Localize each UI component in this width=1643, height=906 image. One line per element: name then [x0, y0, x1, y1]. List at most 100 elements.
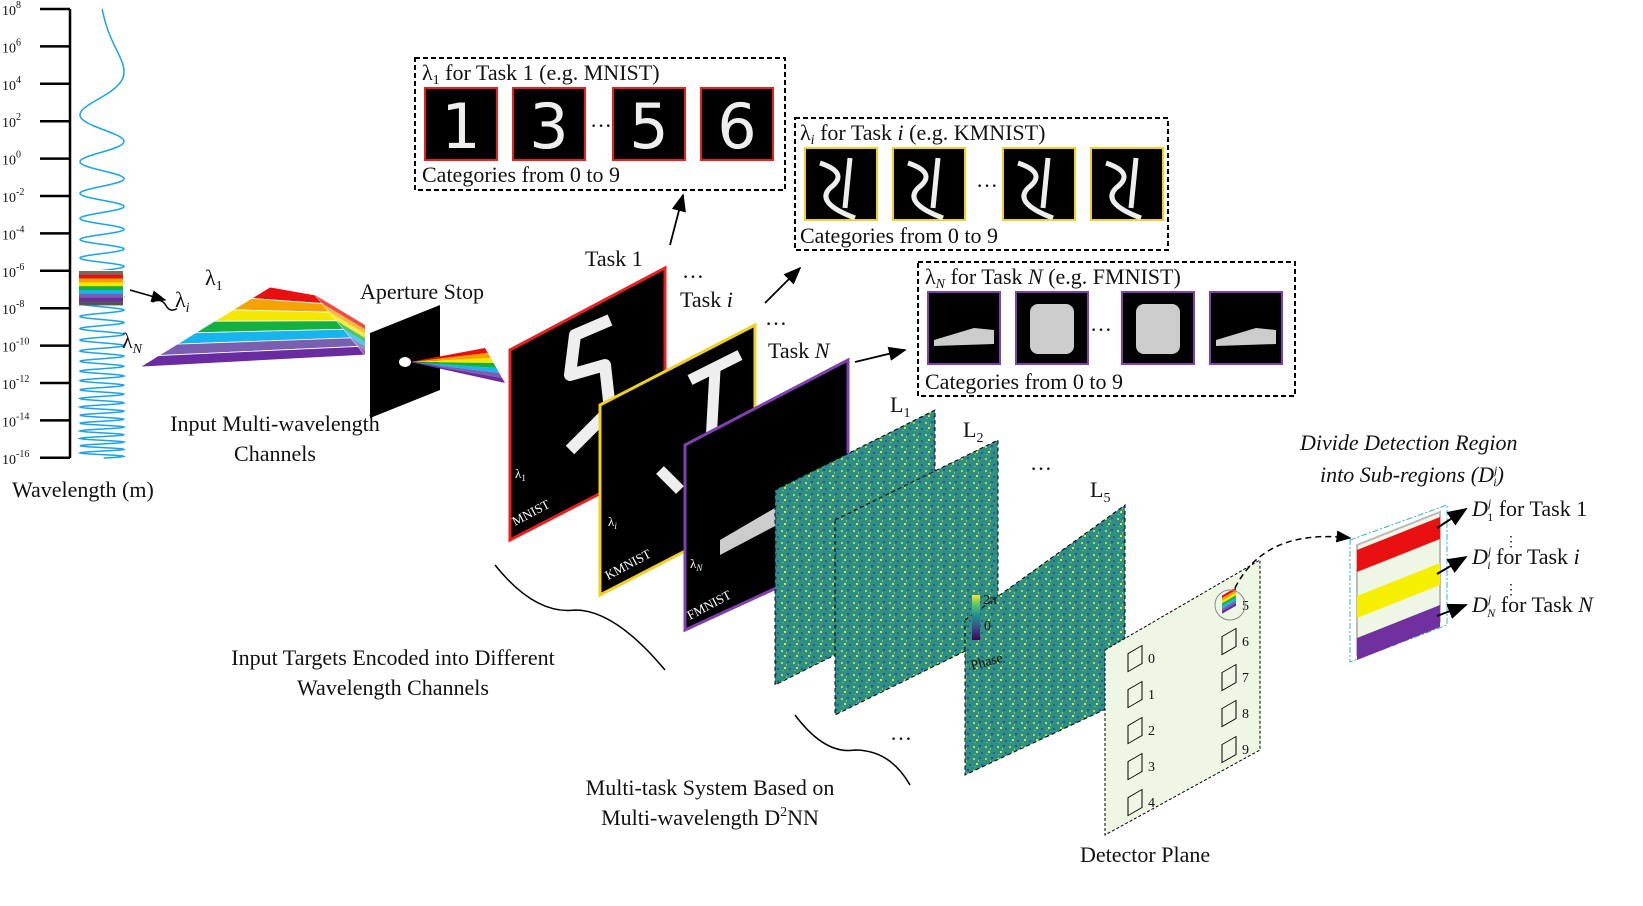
beam-stripe: [410, 362, 505, 383]
lambda-labels: λ1 λi λN: [122, 265, 223, 357]
aperture-hole: [399, 357, 411, 367]
detector-digit: 4: [1148, 796, 1155, 811]
beam-stripe-side: [343, 329, 365, 347]
tick-label: 106: [2, 37, 21, 56]
arrow-icon: [1436, 507, 1468, 529]
beam-stripe-side: [329, 312, 365, 338]
beam-stripe-side: [315, 295, 365, 330]
subregion-band: [1357, 563, 1440, 618]
beam-stripe: [410, 348, 488, 362]
detector-digit: 5: [1242, 599, 1249, 614]
tick-label: 108: [2, 0, 21, 19]
tick-label: 10-4: [2, 224, 24, 243]
tick-label: 10-10: [2, 337, 29, 356]
arrow-icon: [854, 346, 907, 363]
vertical-dots: ⋮: [1504, 583, 1518, 598]
dataset-box-fmnist: λN for Task N (e.g. FMNIST) ··· Categori…: [917, 261, 1296, 397]
beam-stripe: [410, 353, 491, 362]
wave-icon: [77, 8, 127, 459]
sample-image: [612, 87, 686, 161]
sample-image: [927, 291, 1001, 365]
aperture-label: Aperture Stop: [360, 279, 484, 304]
brace-icon: [794, 714, 911, 786]
sample-image: [424, 87, 498, 161]
brace-icon: [152, 299, 178, 311]
dots: …: [682, 258, 704, 283]
sample-digit: 1: [441, 90, 480, 163]
arrow-icon: [1436, 603, 1468, 619]
box-header: λi for Task i (e.g. KMNIST): [800, 120, 1045, 148]
detector-label: Detector Plane: [1080, 842, 1210, 867]
ellipsis: ···: [590, 113, 612, 138]
lambda-n-label: λN: [122, 328, 143, 357]
zoom-circle: [1214, 589, 1246, 621]
visible-spectrum-band: [78, 270, 124, 306]
frame-lambda: λi: [608, 514, 617, 531]
box-header: λ1 for Task 1 (e.g. MNIST): [422, 60, 660, 88]
box-header: λN for Task N (e.g. FMNIST): [925, 264, 1181, 292]
sample-image: [700, 87, 774, 161]
detector-region: [1127, 752, 1143, 781]
task-n-label: Task N: [768, 338, 831, 363]
tick-label: 100: [2, 150, 21, 169]
frame-lambda: λN: [690, 556, 703, 573]
phase-min: 0: [984, 619, 991, 634]
sample-image: [1002, 147, 1076, 221]
detector-region: [1127, 644, 1143, 673]
arrow-icon: [669, 193, 686, 246]
beam-stripe: [410, 362, 497, 368]
sample-digit: 5: [629, 90, 668, 163]
dots: …: [765, 305, 787, 330]
lambda-1-label: λ1: [205, 265, 223, 294]
lambda-i-label: λi: [175, 287, 190, 316]
sample-image: [804, 147, 878, 221]
box-footer: Categories from 0 to 9: [422, 162, 620, 187]
beam-stripe-side: [350, 337, 365, 351]
input-targets-line1: Input Targets Encoded into Different: [231, 645, 555, 670]
detector-region: [1127, 716, 1143, 745]
dashed-arrow-icon: [1234, 530, 1352, 589]
frame-lambda: λ1: [515, 466, 526, 483]
layer-label: L2: [963, 417, 983, 446]
detector-digit: 1: [1148, 688, 1155, 703]
dots: …: [1030, 450, 1052, 475]
sample-image: [1090, 147, 1164, 221]
tick-label: 10-6: [2, 262, 24, 281]
beam-after-aperture: [410, 348, 505, 383]
beam-stripe-side: [336, 320, 365, 343]
tick-label: 10-14: [2, 411, 29, 430]
diffractive-layer-2: L2: [834, 417, 999, 716]
multi-wavelength-beam: [139, 286, 366, 368]
beam-stripe: [212, 309, 338, 322]
tick-label: 104: [2, 75, 21, 94]
input-label-line1: Input Multi-wavelength: [170, 411, 380, 436]
beam-stripe: [410, 358, 494, 363]
wavelength-axis: 10810610410210010-210-410-610-810-1010-1…: [2, 0, 154, 502]
system-label-line2: Multi-wavelength D2NN: [601, 805, 819, 830]
box-footer: Categories from 0 to 9: [925, 369, 1123, 394]
beam-stripe: [410, 362, 503, 378]
detector-digit: 3: [1148, 760, 1155, 775]
detector-digit: 9: [1242, 743, 1249, 758]
layer-label: L1: [890, 392, 910, 421]
detector-region: [1127, 788, 1143, 817]
detector-region: [1221, 663, 1237, 692]
detector-digit: 2: [1148, 724, 1155, 739]
task-1-label: Task 1: [585, 246, 643, 271]
detector-digit: 0: [1148, 652, 1155, 667]
sample-image: [892, 147, 966, 221]
axis-title: Wavelength (m): [12, 477, 154, 502]
detector-region: [1221, 627, 1237, 656]
divide-label-line1: Divide Detection Region: [1299, 430, 1517, 455]
layer-label: L5: [1090, 477, 1110, 506]
system-label-line1: Multi-task System Based on: [586, 775, 835, 800]
tick-label: 10-2: [2, 187, 24, 206]
sample-digit: 6: [717, 90, 756, 163]
input-label-line2: Channels: [234, 441, 316, 466]
detector-digit: 7: [1242, 671, 1249, 686]
